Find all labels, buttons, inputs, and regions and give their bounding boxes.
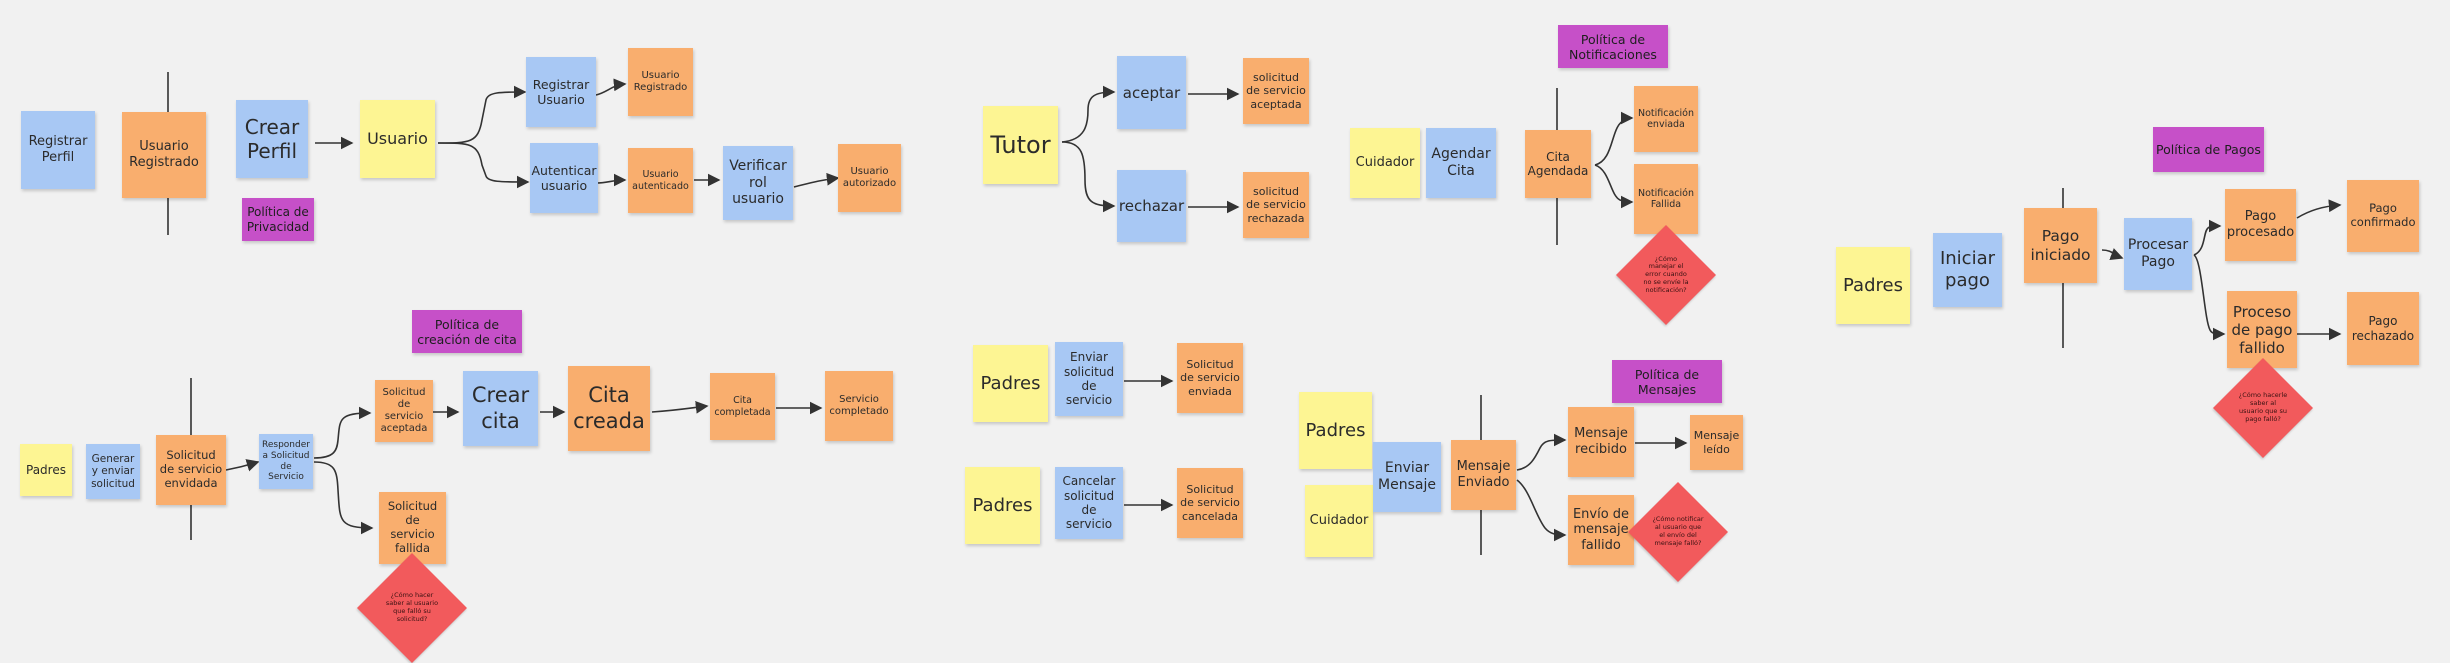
note-solicitud-aceptada[interactable]: solicitud de servicio aceptada (1243, 58, 1309, 124)
note-responder-solicitud[interactable]: Responder a Solicitud de Servicio (259, 434, 313, 489)
note-solicitud-fallida[interactable]: Solicitud de servicio fallida (379, 492, 446, 564)
note-verificar-rol[interactable]: Verificar rol usuario (723, 146, 793, 220)
note-usuario-registrado[interactable]: Usuario Registrado (122, 112, 206, 198)
note-iniciar-pago[interactable]: Iniciar pago (1933, 233, 2002, 307)
note-padres-pago[interactable]: Padres (1836, 247, 1910, 324)
connector (1061, 141, 1116, 213)
note-solicitud-aceptada-2[interactable]: Solicitud de servicio aceptada (375, 380, 433, 442)
note-agendar-cita[interactable]: Agendar Cita (1426, 128, 1496, 198)
note-politica-privacidad[interactable]: Política de Privacidad (242, 198, 314, 241)
note-pago-procesado[interactable]: Pago procesado (2225, 189, 2296, 261)
note-cuidador[interactable]: Cuidador (1350, 128, 1420, 198)
note-padres-solicitud[interactable]: Padres (20, 444, 72, 496)
question-text: ¿Cómo manejar el error cuando no se enví… (1643, 254, 1689, 294)
question-diamond-mensaje[interactable]: ¿Cómo notificar al usuario que el envío … (1628, 482, 1728, 582)
note-procesar-pago[interactable]: Procesar Pago (2124, 218, 2192, 290)
note-usuario-autorizado[interactable]: Usuario autorizado (838, 144, 901, 212)
question-diamond-pago[interactable]: ¿Cómo hacerle saber al usuario que su pa… (2213, 358, 2313, 458)
note-solicitud-rechazada[interactable]: solicitud de servicio rechazada (1243, 172, 1309, 238)
note-envio-mensaje-fallido[interactable]: Envío de mensaje fallido (1568, 495, 1634, 565)
note-padres-enviar[interactable]: Padres (973, 345, 1048, 422)
note-notificacion-fallida[interactable]: Notificación Fallida (1634, 164, 1698, 234)
note-aceptar[interactable]: aceptar (1117, 56, 1186, 129)
note-registrar-perfil[interactable]: Registrar Perfil (21, 111, 95, 189)
note-generar-solicitud[interactable]: Generar y enviar solicitud (86, 444, 140, 499)
connector (313, 461, 374, 535)
note-mensaje-leido[interactable]: Mensaje leído (1690, 415, 1743, 470)
note-mensaje-enviado[interactable]: Mensaje Enviado (1451, 440, 1516, 510)
note-politica-notificaciones[interactable]: Política de Notificaciones (1558, 25, 1668, 68)
note-enviar-mensaje[interactable]: Enviar Mensaje (1373, 442, 1441, 512)
connector (437, 85, 527, 144)
connector (2296, 199, 2342, 219)
note-rechazar[interactable]: rechazar (1117, 170, 1186, 242)
question-text: ¿Cómo notificar al usuario que el envío … (1652, 515, 1704, 547)
note-enviar-solicitud[interactable]: Enviar solicitud de servicio (1055, 342, 1123, 416)
note-padres-mensaje[interactable]: Padres (1299, 392, 1372, 469)
connector (1061, 85, 1116, 143)
connector (313, 406, 372, 459)
note-cita-agendada[interactable]: Cita Agendada (1525, 130, 1591, 198)
note-servicio-completado[interactable]: Servicio completado (825, 371, 893, 441)
connector (1516, 479, 1567, 542)
note-solicitud-enviada[interactable]: Solicitud de servicio envidada (156, 435, 226, 505)
note-crear-cita[interactable]: Crear cita (463, 371, 538, 446)
note-tutor[interactable]: Tutor (983, 106, 1058, 184)
connector (2193, 219, 2222, 256)
note-notificacion-enviada[interactable]: Notificación enviada (1634, 86, 1698, 152)
note-cita-completada[interactable]: Cita completada (710, 373, 775, 440)
connector (2193, 254, 2226, 341)
note-padres-cancelar[interactable]: Padres (965, 467, 1040, 544)
connector (793, 172, 840, 188)
note-crear-perfil[interactable]: Crear Perfil (236, 100, 308, 178)
question-text: ¿Cómo hacerle saber al usuario que su pa… (2238, 391, 2288, 423)
note-pago-confirmado[interactable]: Pago confirmado (2347, 180, 2419, 252)
connector (1594, 164, 1634, 209)
connector (595, 78, 627, 96)
question-text: ¿Cómo hacer saber al usuario que falló s… (385, 591, 439, 623)
note-usuario[interactable]: Usuario (360, 100, 435, 178)
note-mensaje-recibido[interactable]: Mensaje recibido (1568, 407, 1634, 477)
connector (1516, 433, 1567, 471)
connector-layer (167, 72, 2342, 555)
connector (437, 142, 530, 189)
connector (2101, 248, 2124, 261)
connector (1594, 111, 1634, 166)
note-proceso-pago-fallido[interactable]: Proceso de pago fallido (2227, 291, 2297, 368)
connector (595, 173, 627, 187)
note-autenticar-usuario[interactable]: Autenticar usuario (530, 143, 598, 213)
note-cancelar-solicitud[interactable]: Cancelar solicitud de servicio (1055, 467, 1123, 539)
note-solicitud-cancelada[interactable]: Solicitud de servicio cancelada (1177, 468, 1243, 538)
note-registrar-usuario[interactable]: Registrar Usuario (526, 57, 596, 127)
note-cita-creada[interactable]: Cita creada (568, 366, 650, 451)
note-cuidador-mensaje[interactable]: Cuidador (1305, 485, 1373, 557)
note-usuario-autenticado[interactable]: Usuario autenticado (628, 148, 693, 213)
diagram-canvas: Registrar Perfil Usuario Registrado Crea… (20, 25, 2419, 663)
connector (651, 400, 709, 414)
note-solicitud-enviada-2[interactable]: Solicitud de servicio enviada (1177, 343, 1243, 413)
question-diamond-notificacion[interactable]: ¿Cómo manejar el error cuando no se enví… (1616, 225, 1716, 325)
note-politica-creacion-cita[interactable]: Política de creación de cita (412, 310, 522, 353)
note-usuario-registrado-2[interactable]: Usuario Registrado (628, 48, 693, 116)
question-diamond-solicitud[interactable]: ¿Cómo hacer saber al usuario que falló s… (357, 553, 467, 663)
note-pago-iniciado[interactable]: Pago iniciado (2024, 208, 2097, 283)
note-politica-pagos[interactable]: Política de Pagos (2153, 127, 2264, 172)
note-politica-mensajes[interactable]: Política de Mensajes (1612, 360, 1722, 403)
connector (225, 459, 260, 472)
note-pago-rechazado[interactable]: Pago rechazado (2347, 292, 2419, 365)
